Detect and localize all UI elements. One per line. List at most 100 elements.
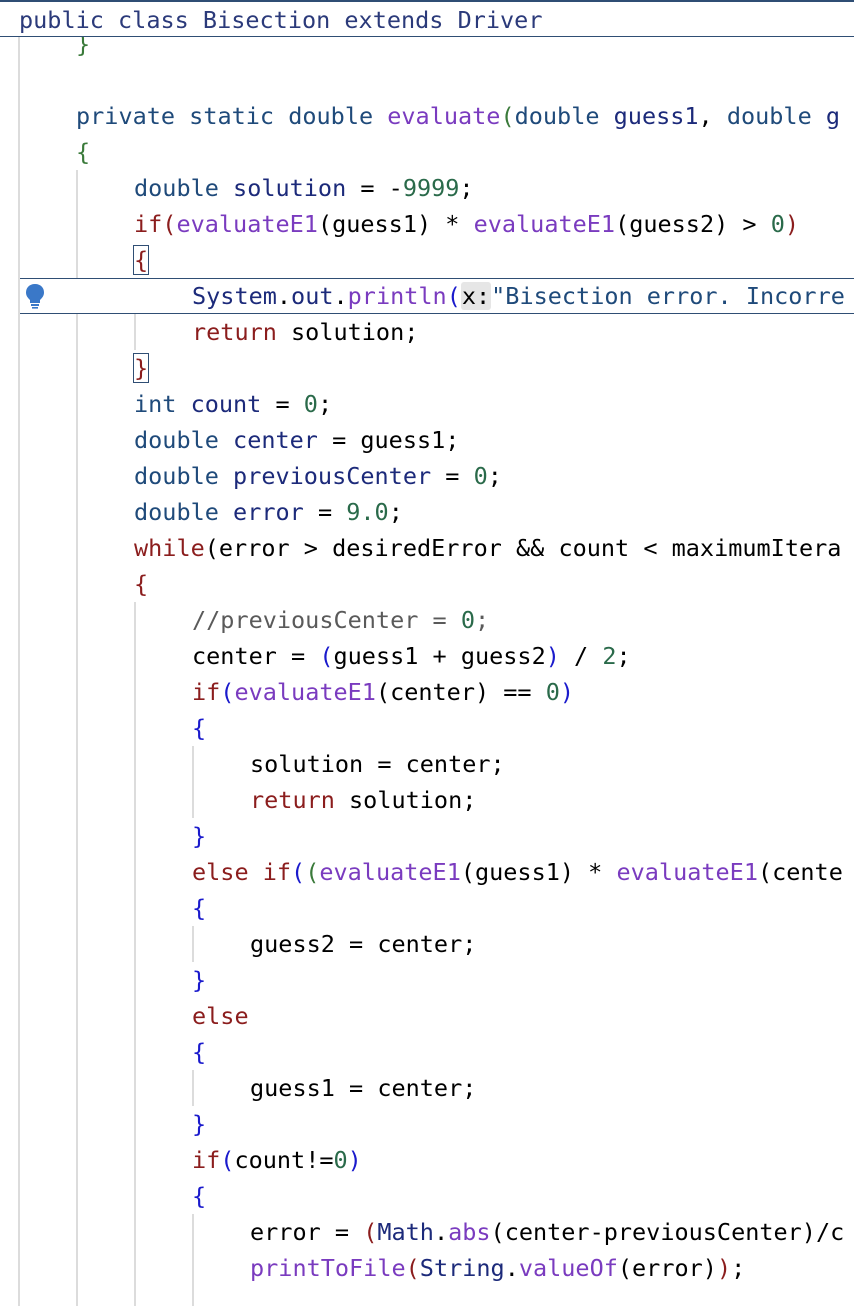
sticky-class-header[interactable]: public class Bisection extends Driver [0,0,854,37]
code-token: ( [319,642,334,670]
code-token: error [233,498,304,526]
code-token: while [134,534,205,562]
code-token: center = [192,642,320,670]
code-token: . [433,1218,449,1246]
code-token: if [134,210,163,238]
code-token: else if [192,858,292,886]
code-token: println [347,282,447,310]
indent-guide [192,926,194,962]
code-line[interactable]: { [0,890,854,926]
indent-guide [134,278,136,350]
code-token: out [291,282,334,310]
code-token: ( [220,678,235,706]
code-line[interactable]: } [0,26,854,62]
code-token: return [192,318,277,346]
code-token: evaluateE1 [176,210,318,238]
code-token: ) [784,210,800,238]
code-token: { [192,714,207,742]
code-token: double [134,498,234,526]
code-token: = [431,462,474,490]
code-line-current[interactable]: System.out.println(x:"Bisection error. I… [0,278,854,314]
gutter-divider [18,37,20,1306]
code-line[interactable]: if(evaluateE1(center) == 0) [0,674,854,710]
code-line[interactable]: guess1 = center; [0,1070,854,1106]
code-token: > [728,210,771,238]
code-line[interactable]: double error = 9.0; [0,494,854,530]
code-token: } [192,822,207,850]
code-line[interactable]: double previousCenter = 0; [0,458,854,494]
code-line[interactable]: center = (guess1 + guess2) / 2; [0,638,854,674]
code-token: double [134,174,234,202]
code-token: printToFile [250,1254,406,1282]
code-token: ; [388,498,403,526]
code-comment: ; [474,606,490,634]
code-token: ) [545,642,560,670]
code-token: = - [346,174,403,202]
code-line[interactable]: printToFile(String.valueOf(error)); [0,1250,854,1286]
code-line[interactable]: error = (Math.abs(center-previousCenter)… [0,1214,854,1250]
code-line[interactable]: if(count!=0) [0,1142,854,1178]
code-token: evaluateE1 [473,210,616,238]
code-token: { [134,570,149,598]
code-token: 0 [545,678,560,706]
code-token: . [333,282,348,310]
code-token: { [192,1038,207,1066]
code-token: / [559,642,603,670]
code-comment: //previousCenter = [192,606,461,634]
code-line[interactable]: else if((evaluateE1(guess1) * evaluateE1… [0,854,854,890]
code-token: 0 [460,606,475,634]
code-line[interactable]: return solution; [0,314,854,350]
code-line[interactable]: while(error > desiredError && count < ma… [0,530,854,566]
code-line[interactable]: { [0,242,854,278]
code-token: int [134,390,191,418]
code-line[interactable]: { [0,1034,854,1070]
code-token: ; [616,642,631,670]
code-line[interactable]: if(evaluateE1(guess1) * evaluateE1(guess… [0,206,854,242]
code-line[interactable]: guess2 = center; [0,926,854,962]
code-line[interactable]: { [0,1178,854,1214]
code-line[interactable]: { [0,134,854,170]
code-token: count!= [234,1146,334,1174]
code-line[interactable]: { [0,566,854,602]
code-token: 0 [473,462,488,490]
code-line[interactable]: return solution; [0,782,854,818]
code-token: * [431,210,474,238]
code-line[interactable]: } [0,350,854,386]
code-token: guess2 = center; [250,930,477,958]
code-line[interactable]: } [0,818,854,854]
code-line[interactable]: } [0,1106,854,1142]
code-line[interactable]: { [0,710,854,746]
code-line[interactable]: double solution = -9999; [0,170,854,206]
code-line[interactable]: } [0,962,854,998]
code-token: return [250,786,335,814]
code-token: double [134,426,234,454]
indent-guide [192,746,194,818]
code-token: } [192,1110,207,1138]
code-token: (error > desiredError && count < maximum… [204,534,842,562]
code-token: . [276,282,292,310]
code-token: (error) [617,1254,717,1282]
code-token: previousCenter [233,462,432,490]
caret-line-highlight [20,278,854,314]
code-token: "Bisection error. Incorre [491,282,845,310]
code-token: ( [363,1218,378,1246]
code-line[interactable]: double center = guess1; [0,422,854,458]
code-token: , [698,102,727,130]
code-token: System [192,282,277,310]
code-line[interactable]: solution = center; [0,746,854,782]
code-token: ( [405,1254,420,1282]
code-token: evaluateE1 [234,678,376,706]
code-token: solution; [334,786,477,814]
code-line[interactable]: //previousCenter = 0; [0,602,854,638]
code-token: abs [448,1218,491,1246]
code-token: = [303,498,347,526]
lightbulb-icon[interactable] [24,283,46,309]
code-token: guess1 [613,102,699,130]
code-token: 0 [770,210,785,238]
code-token: valueOf [518,1254,618,1282]
code-token: ) [347,1146,362,1174]
code-line[interactable]: int count = 0; [0,386,854,422]
code-line[interactable]: else [0,998,854,1034]
code-line[interactable]: private static double evaluate(double gu… [0,98,854,134]
code-token: ; [731,1254,746,1282]
